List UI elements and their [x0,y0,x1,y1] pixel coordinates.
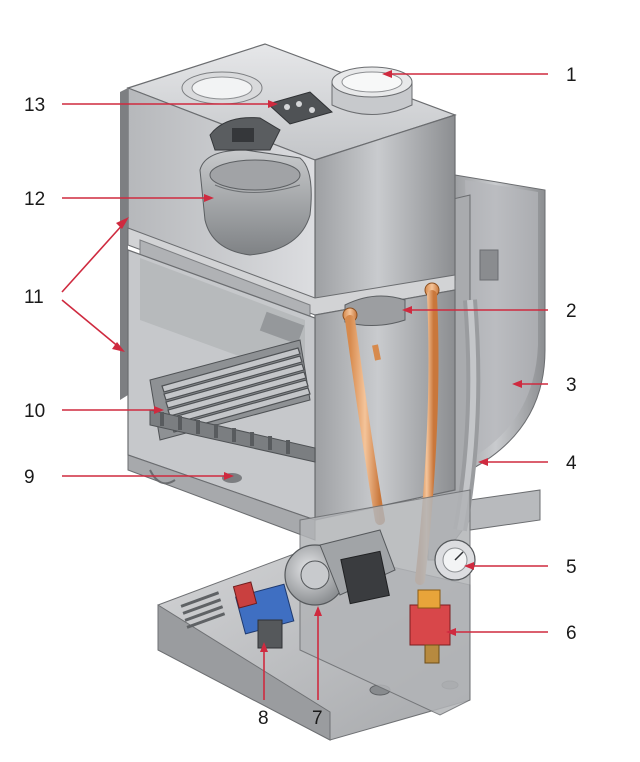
pressure-switch-box [266,91,334,125]
callout-2: 2 [566,301,577,322]
callout-8: 8 [258,708,269,729]
fan-assembly [199,117,312,256]
callout-9: 9 [24,467,35,488]
arrowhead-7 [314,606,322,616]
arrowhead-11-lower [112,342,125,352]
arrowhead-1 [382,70,392,78]
arrowhead-6 [446,628,456,636]
leader-11-lower [61,299,121,349]
callout-6: 6 [566,623,577,644]
leader-lines [61,70,548,700]
diverter-valve [232,581,295,649]
arrowhead-2 [402,306,412,314]
callout-4: 4 [566,453,577,474]
circulation-pump [284,529,396,606]
flue-outlet-collar [331,66,413,115]
gas-valve [409,589,451,664]
callout-12: 12 [24,189,45,210]
arrowhead-4 [478,458,488,466]
arrowhead-8 [260,642,268,652]
callout-11: 11 [24,287,44,308]
burner-assembly [149,339,316,463]
arrowhead-10 [154,406,164,414]
callout-7: 7 [312,708,323,729]
arrowhead-13 [268,100,278,108]
arrowhead-3 [512,380,522,388]
callout-13: 13 [24,95,45,116]
pressure-gauge [434,539,476,581]
callout-5: 5 [566,557,577,578]
arrowhead-5 [464,562,474,570]
arrowhead-12 [204,194,214,202]
callout-labels: 1 2 3 4 5 6 7 8 9 10 11 12 13 [24,65,577,729]
arrowhead-9 [224,472,234,480]
callout-10: 10 [24,401,45,422]
callout-3: 3 [566,375,577,396]
arrowhead-11-upper [116,217,129,229]
callout-1: 1 [566,65,577,86]
leader-11-upper [61,221,126,293]
